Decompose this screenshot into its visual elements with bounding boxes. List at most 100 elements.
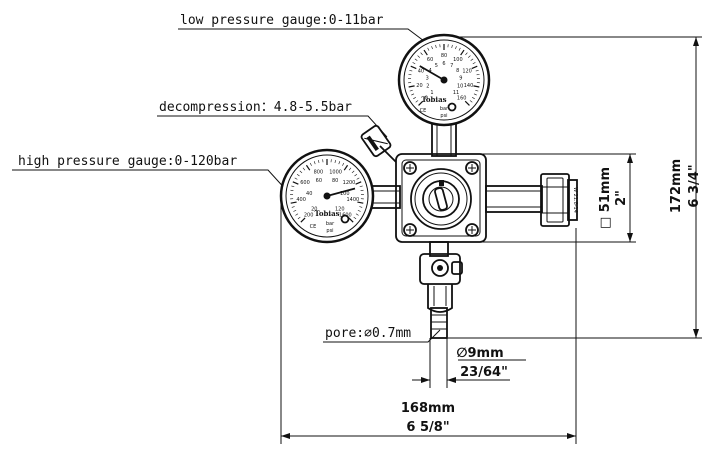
low-gauge-tick	[455, 46, 457, 50]
outlet-valve	[419, 241, 463, 339]
low-gauge-tick	[465, 52, 468, 56]
decompression-label: decompression：4.8-5.5bar	[159, 100, 352, 115]
low-gauge-tick	[470, 58, 474, 61]
high-gauge-unit-psi: psi	[326, 228, 333, 234]
high-gauge-tick-label: 600	[300, 180, 310, 186]
low-gauge-tick	[427, 47, 430, 51]
low-gauge-tick	[414, 58, 418, 61]
low-gauge-tick	[411, 93, 415, 96]
dimension-lines	[280, 36, 702, 444]
square-mm-dim: □ 51mm	[598, 167, 613, 229]
low-gauge-tick-label: 7	[450, 63, 453, 69]
high-gauge-label: high pressure gauge:0-120bar	[18, 154, 237, 169]
low-gauge-tick	[458, 47, 461, 51]
low-gauge-tick	[475, 89, 479, 92]
outlet-in-dim: 23/64"	[460, 365, 508, 380]
low-gauge-tick-label: 11	[453, 90, 459, 96]
high-gauge-tick	[318, 159, 320, 164]
regulator-body: W 21.8-14	[360, 117, 578, 339]
high-gauge-tick-label: 60	[316, 178, 322, 184]
corner-screws	[403, 161, 479, 237]
low-gauge-tick-label: 8	[456, 68, 459, 74]
low-gauge-tick-label: 10	[457, 83, 463, 89]
high-gauge-tick	[292, 181, 299, 185]
low-gauge-tick	[475, 69, 479, 72]
low-gauge-tick	[423, 49, 428, 56]
low-gauge-tick	[468, 55, 471, 58]
low-gauge-tick	[473, 85, 480, 88]
high-gauge-tick	[291, 185, 295, 188]
low-gauge-tick	[418, 100, 424, 106]
low-gauge-label: low pressure gauge:0-11bar	[180, 13, 384, 28]
low-gauge-unit-psi: psi	[440, 113, 447, 119]
low-gauge-tick	[415, 100, 419, 103]
high-gauge-tick-label: 400	[296, 197, 306, 203]
high-gauge-tick	[300, 217, 306, 223]
high-gauge-tick	[355, 213, 359, 216]
high-gauge-tick-label: 80	[332, 178, 338, 184]
high-gauge-tick	[351, 170, 355, 174]
high-gauge-ce-mark: CE	[310, 224, 317, 230]
pore-label: pore:∅0.7mm	[325, 326, 411, 341]
low-gauge-tick-label: 120	[462, 68, 472, 74]
low-gauge-tick	[471, 65, 478, 70]
low-gauge-tick	[409, 89, 413, 92]
low-gauge-tick-label: 80	[441, 53, 447, 59]
low-gauge-tick-label: 4	[429, 68, 432, 74]
low-gauge-tick	[460, 49, 465, 56]
low-gauge-tick	[473, 93, 477, 96]
low-gauge-tick	[409, 69, 413, 72]
high-gauge-tick	[359, 185, 363, 188]
high-gauge-tick-label: 800	[314, 169, 324, 175]
high-gauge-tick	[359, 206, 363, 208]
high-gauge-tick-label: 1200	[343, 180, 356, 186]
low-gauge-tick	[408, 85, 415, 88]
low-gauge-tick	[410, 65, 417, 70]
high-gauge-tick	[355, 181, 362, 185]
low-gauge-tick-label: 5	[435, 63, 438, 69]
high-gauge-tick	[348, 167, 352, 171]
low-gauge-tick	[420, 52, 423, 56]
high-gauge-tick	[343, 164, 349, 171]
high-gauge-tick	[309, 162, 312, 166]
low-gauge-callout: low pressure gauge:0-11bar	[178, 13, 429, 45]
low-gauge-tick-label: 100	[453, 57, 463, 63]
high-gauge-tick	[348, 217, 354, 223]
low-gauge-tick	[471, 96, 475, 100]
high-gauge-tick-label: 1400	[346, 197, 359, 203]
high-gauge-tick	[291, 206, 295, 208]
high-gauge-tick	[334, 159, 336, 164]
high-gauge-tick	[338, 161, 341, 165]
low-gauge-tick-label: 6	[442, 61, 445, 67]
high-gauge-tick	[290, 201, 297, 204]
high-gauge-tick	[354, 174, 358, 177]
high-gauge-tick	[295, 213, 299, 216]
high-gauge-tick	[299, 170, 303, 174]
high-gauge-tick-label: 20	[311, 207, 317, 213]
relief-valve	[360, 124, 397, 163]
low-gauge-tick-label: 20	[416, 83, 422, 89]
high-gauge-tick	[305, 164, 311, 171]
low-gauge-tick	[417, 55, 420, 58]
high-gauge-tick	[296, 174, 300, 177]
high-gauge-unit-bar: bar	[326, 221, 335, 227]
height-mm-dim: 172mm	[669, 159, 684, 213]
high-gauge-tick-label: 1000	[329, 169, 342, 175]
low-gauge-tick-label: 1	[430, 90, 433, 96]
low-gauge-tick-label: 9	[459, 75, 462, 81]
high-gauge-tick-label: 200	[304, 212, 314, 218]
low-gauge-tick	[472, 62, 476, 65]
high-gauge-tick	[356, 177, 360, 180]
high-gauge-tick	[294, 177, 298, 180]
pore-callout: pore:∅0.7mm	[323, 326, 441, 343]
low-gauge-tick	[412, 62, 416, 65]
high-gauge-tick-label: 40	[306, 191, 312, 197]
square-in-dim: 2"	[614, 190, 629, 206]
low-gauge-tick	[464, 100, 470, 106]
decompression-callout: decompression：4.8-5.5bar	[157, 100, 388, 138]
inlet-nut-marking: W 21.8-14	[572, 187, 578, 213]
high-gauge-callout: high pressure gauge:0-120bar	[12, 154, 289, 193]
high-gauge-tick-label: 120	[335, 207, 345, 213]
